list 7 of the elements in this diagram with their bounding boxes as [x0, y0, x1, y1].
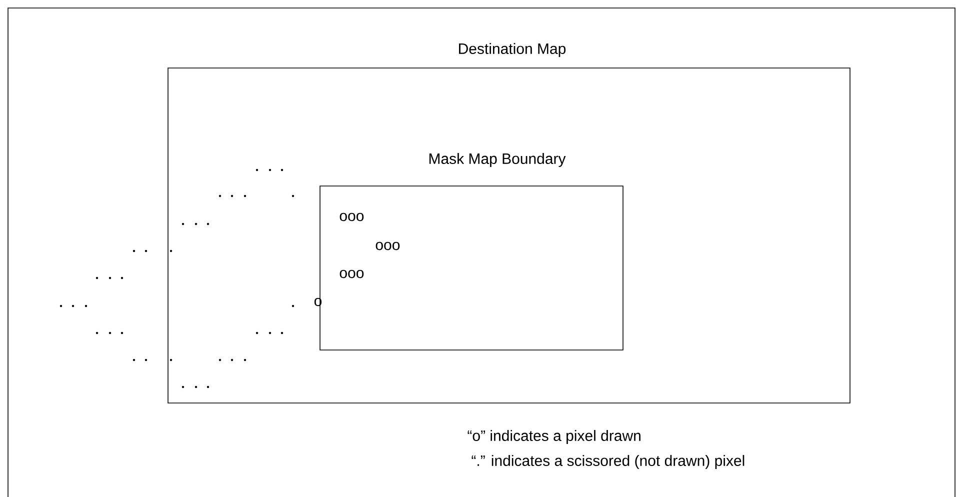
node-label: Mask Map Boundary: [429, 153, 566, 167]
note: “o” indicates a pixel drawn: [468, 430, 640, 444]
note: “.” indicates a scissored (not drawn) pixel: [472, 455, 744, 469]
pixel-marks: ooo: [340, 270, 364, 278]
node-label: Destination Map: [459, 43, 566, 57]
pixel-marks: ooo: [340, 212, 364, 222]
pixel-marks: ooo: [376, 242, 400, 250]
